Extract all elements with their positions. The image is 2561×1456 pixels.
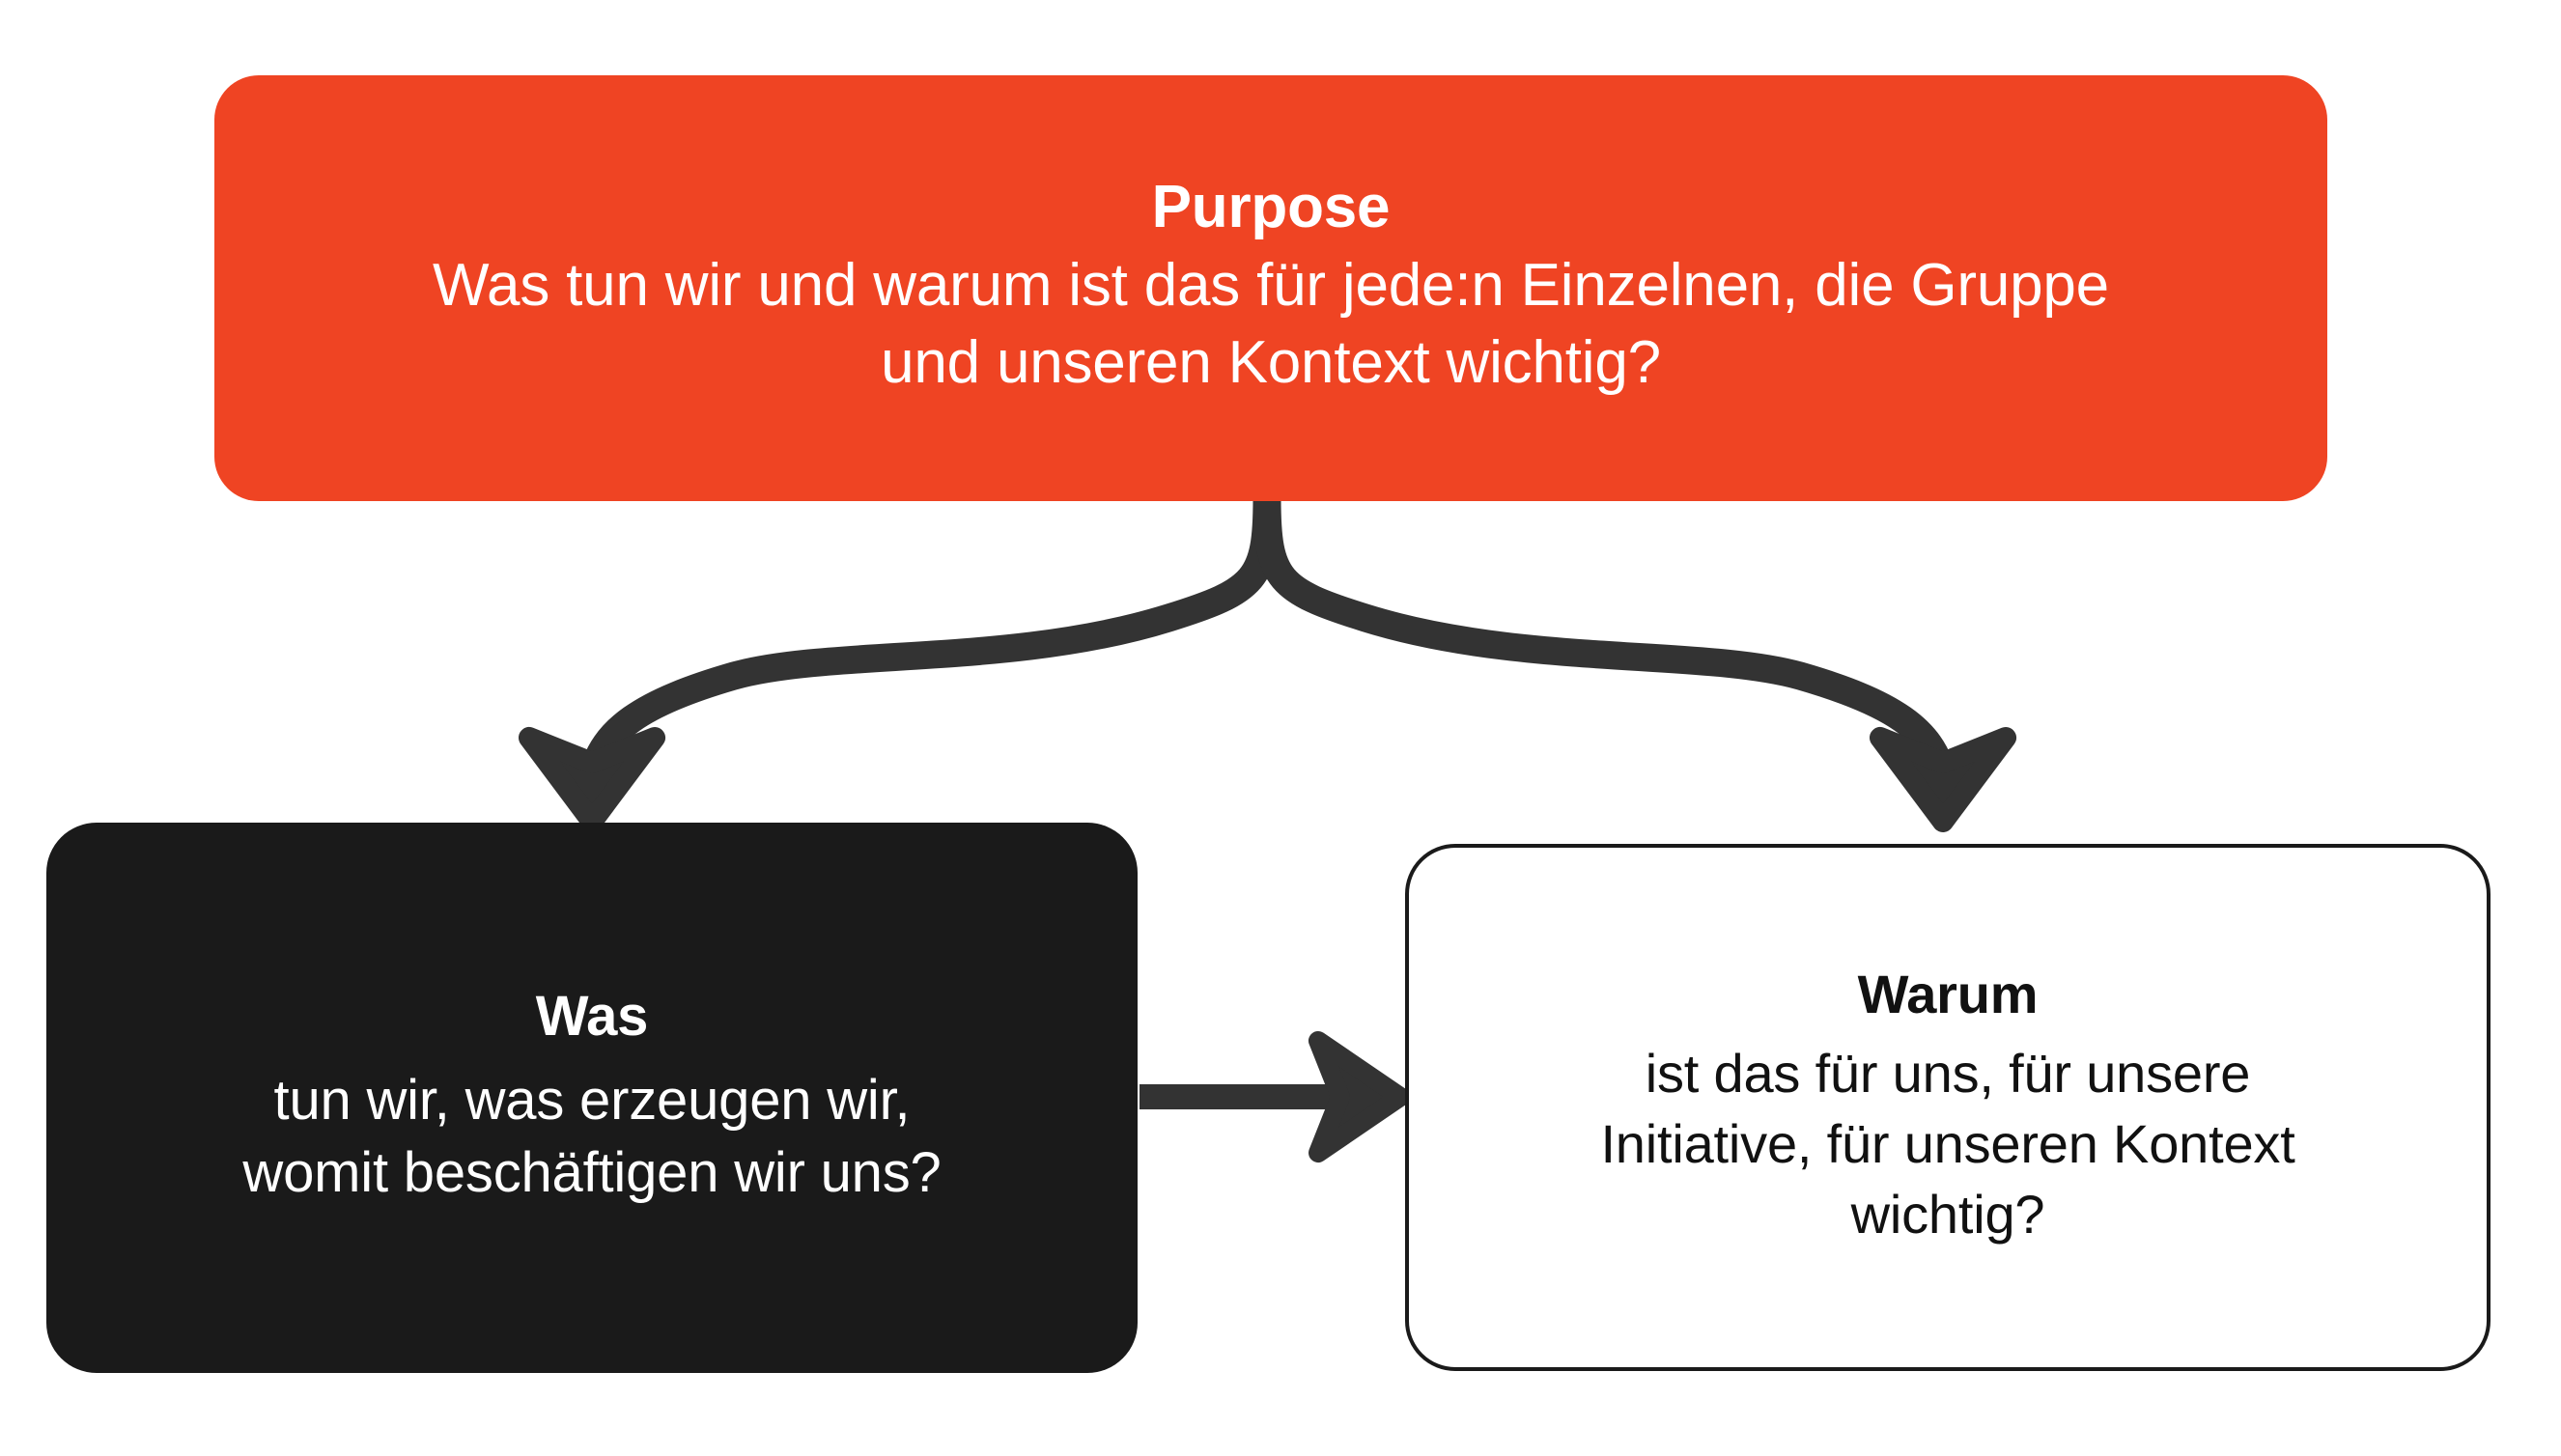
horizontal-connector-group — [1140, 1031, 1410, 1162]
node-warum-line-1: ist das für uns, für unsere — [1645, 1043, 2251, 1105]
node-warum-body: ist das für uns, für unsere Initiative, … — [1600, 1039, 2294, 1249]
node-was-line-1: tun wir, was erzeugen wir, — [273, 1069, 911, 1133]
node-purpose-line-2: und unseren Kontext wichtig? — [881, 329, 1661, 397]
arrow-purpose-to-was — [577, 484, 1281, 798]
node-was-line-2: womit beschäftigen wir uns? — [242, 1141, 942, 1205]
node-was[interactable]: Was tun wir, was erzeugen wir, womit bes… — [46, 823, 1138, 1373]
node-purpose-body: Was tun wir und warum ist das für jede:n… — [433, 247, 2109, 403]
arrowhead-was — [519, 727, 665, 832]
node-purpose[interactable]: Purpose Was tun wir und warum ist das fü… — [214, 75, 2327, 501]
arrow-purpose-to-warum — [1252, 484, 1957, 798]
fork-connector-group — [519, 484, 2016, 832]
node-warum[interactable]: Warum ist das für uns, für unsere Initia… — [1405, 844, 2491, 1371]
node-warum-line-2: Initiative, für unseren Kontext — [1600, 1112, 2295, 1174]
node-was-body: tun wir, was erzeugen wir, womit beschäf… — [242, 1064, 941, 1210]
arrowhead-warum — [1870, 727, 2016, 832]
node-purpose-line-1: Was tun wir und warum ist das für jede:n… — [433, 251, 2109, 319]
node-warum-line-3: wichtig? — [1850, 1183, 2045, 1245]
node-was-title: Was — [535, 985, 649, 1049]
node-warum-title: Warum — [1857, 964, 2039, 1025]
node-purpose-title: Purpose — [1151, 174, 1391, 241]
arrowhead-warum-side — [1309, 1031, 1410, 1162]
